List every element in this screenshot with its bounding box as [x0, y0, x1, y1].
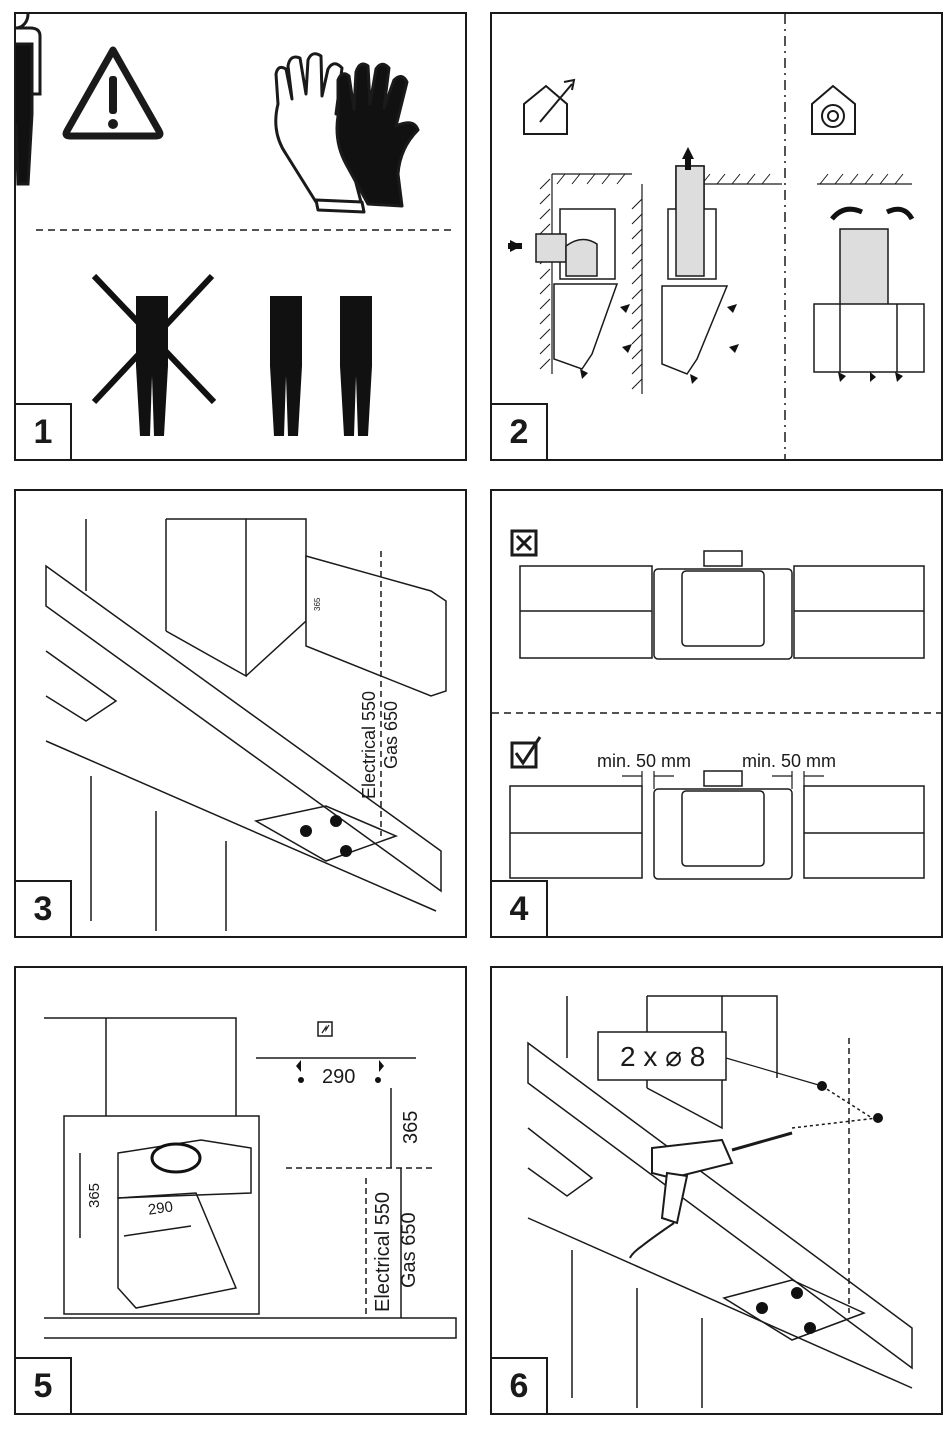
panel-number: 2 [492, 403, 548, 459]
panel-1-safety: 1 [14, 12, 467, 461]
inset-height-label: 365 [86, 1182, 103, 1208]
drill-hole-label: 2 x ⌀ 8 [620, 1041, 706, 1072]
drill-icon [629, 1131, 793, 1259]
checkbox-cross-icon [510, 529, 538, 557]
gas-height-label: Gas 650 [398, 1212, 420, 1288]
height-dimension-label: 365 [400, 1110, 422, 1144]
clearance-left-label: min. 50 mm [597, 751, 692, 771]
extraction-mode-icon [523, 78, 576, 135]
panel-4-clearance: min. 50 mm min. 50 mm 4 [490, 489, 943, 938]
panel-number: 4 [492, 880, 548, 936]
width-dimension-label: 290 [322, 1066, 356, 1088]
inset-width-label: 290 [146, 1198, 175, 1219]
panel-number: 3 [16, 880, 72, 936]
gas-height-label: Gas 650 [381, 700, 401, 769]
panel-number: 1 [16, 403, 72, 459]
gloves-icon [274, 52, 420, 214]
panel-number: 6 [492, 1357, 548, 1413]
clearance-right-label: min. 50 mm [742, 751, 837, 771]
electrical-height-label: Electrical 550 [359, 690, 379, 799]
panel-6-drilling: 2 x ⌀ 8 6 [490, 966, 943, 1415]
panel-2-modes: 2 [490, 12, 943, 461]
recirculation-mode-icon [811, 84, 856, 135]
panel-number: 5 [16, 1357, 72, 1413]
electrical-height-label: Electrical 550 [372, 1191, 394, 1312]
small-dimension-label: 365 [313, 597, 322, 611]
panel-5-dimensions: 290 365 Electrical 550 Gas 650 365 290 5 [14, 966, 467, 1415]
checkbox-check-icon [510, 736, 542, 769]
two-person-icon [16, 14, 42, 186]
warning-icon [62, 46, 164, 140]
panel-3-height: Electrical 550 Gas 650 365 3 [14, 489, 467, 938]
